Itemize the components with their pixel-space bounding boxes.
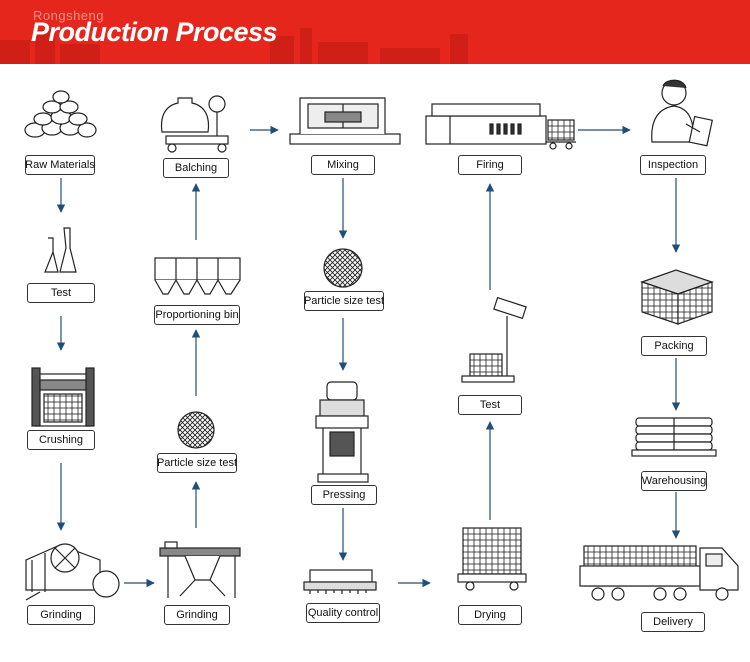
delivery-truck-icon [579, 545, 739, 601]
packed-pallet-icon [640, 269, 714, 325]
step-proportioning-bin: Proportioning bin [154, 305, 240, 325]
step-warehousing: Warehousing [641, 471, 707, 491]
step-mixing: Mixing [311, 155, 375, 175]
step-test-2: Test [458, 395, 522, 415]
kiln-icon [425, 103, 576, 150]
flow-arrows [56, 125, 681, 588]
press-machine-icon [315, 381, 369, 483]
step-grinding-screen: Grinding [164, 605, 230, 625]
batching-scale-icon [160, 95, 229, 153]
header-banner: Rongsheng Production Process [0, 0, 750, 64]
jaw-crusher-icon [31, 367, 95, 427]
mixer-icon [289, 97, 401, 145]
inspector-icon [651, 79, 713, 147]
step-test: Test [27, 283, 95, 303]
sieve-mesh-icon [323, 248, 363, 288]
page-title: Production Process [31, 17, 278, 47]
step-raw-materials: Raw Materials [25, 155, 95, 175]
skyline-decoration [0, 28, 468, 64]
brand-name: Rongsheng [33, 8, 104, 23]
quality-ruler-icon [303, 569, 377, 594]
sieve-mesh-icon [177, 411, 215, 449]
drying-cart-icon [457, 527, 527, 591]
step-crushing: Crushing [27, 430, 95, 450]
step-pressing: Pressing [311, 485, 377, 505]
step-grinding: Grinding [27, 605, 95, 625]
step-balching: Balching [163, 158, 229, 178]
warehouse-stack-icon [631, 417, 717, 457]
platform-scale-icon [461, 296, 527, 383]
step-particle-size-test: Particle size test [157, 453, 237, 473]
step-inspection: Inspection [640, 155, 706, 175]
step-particle-size-test-2: Particle size test [304, 291, 384, 311]
step-packing: Packing [641, 336, 707, 356]
step-quality-control: Quality control [306, 603, 380, 623]
step-drying: Drying [458, 605, 522, 625]
vibrating-screen-icon [159, 541, 241, 598]
step-firing: Firing [458, 155, 522, 175]
step-delivery: Delivery [641, 612, 705, 632]
proportioning-bin-icon [154, 257, 241, 295]
raw-materials-icon [24, 90, 97, 138]
lab-flask-icon [44, 227, 77, 273]
grinding-machine-icon [25, 543, 120, 601]
